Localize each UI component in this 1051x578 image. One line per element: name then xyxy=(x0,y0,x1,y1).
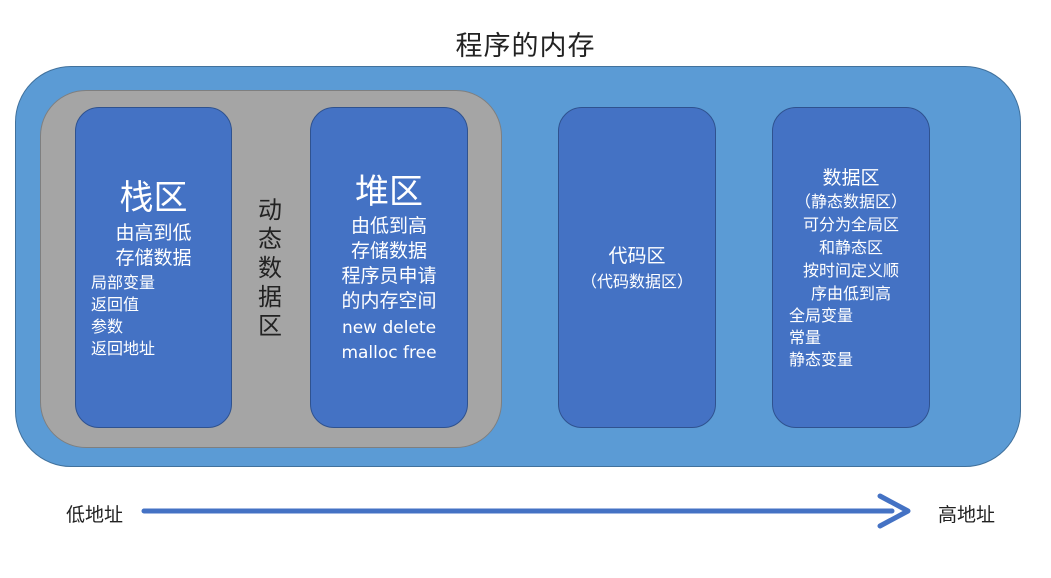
heap-line-4: 的内存空间 xyxy=(341,290,437,312)
data-area-line-6: 序由低到高 xyxy=(810,284,891,303)
data-area-line-5: 按时间定义顺 xyxy=(802,261,899,280)
stack-item-local-vars: 局部变量 xyxy=(91,273,156,292)
heap-area-box: 堆区 由低到高 存储数据 程序员申请 的内存空间 new delete mall… xyxy=(310,107,468,428)
high-address-label: 高地址 xyxy=(938,504,996,526)
stack-line-1: 由高到低 xyxy=(115,222,192,244)
diagram-title: 程序的内存 xyxy=(455,31,596,62)
dynamic-data-area-label: 动态数据区 xyxy=(258,196,282,340)
stack-item-return-address: 返回地址 xyxy=(91,339,156,358)
heap-line-6: malloc free xyxy=(341,343,437,363)
data-item-static-vars: 静态变量 xyxy=(789,350,854,369)
code-subtitle: （代码数据区） xyxy=(580,272,693,291)
heap-line-1: 由低到高 xyxy=(350,215,427,237)
low-address-label: 低地址 xyxy=(66,504,124,526)
data-area-line-2: （静态数据区） xyxy=(794,192,907,211)
data-area-box: 数据区 （静态数据区） 可分为全局区 和静态区 按时间定义顺 序由低到高 全局变… xyxy=(772,107,930,428)
stack-item-params: 参数 xyxy=(91,317,124,336)
stack-title: 栈区 xyxy=(119,178,188,218)
heap-title: 堆区 xyxy=(355,172,423,212)
stack-item-return-value: 返回值 xyxy=(91,295,140,314)
data-area-line-4: 和静态区 xyxy=(818,238,883,257)
stack-line-2: 存储数据 xyxy=(115,247,192,269)
stack-area-box: 栈区 由高到低 存储数据 局部变量 返回值 参数 返回地址 xyxy=(75,107,232,428)
code-title: 代码区 xyxy=(608,245,666,267)
data-item-global-vars: 全局变量 xyxy=(789,306,854,325)
heap-line-3: 程序员申请 xyxy=(341,265,437,287)
code-area-box: 代码区 （代码数据区） xyxy=(558,107,716,428)
arrow-head-icon xyxy=(877,493,911,529)
address-direction-arrow xyxy=(141,493,911,529)
heap-line-2: 存储数据 xyxy=(350,240,427,262)
data-item-constants: 常量 xyxy=(789,328,822,347)
data-area-line-3: 可分为全局区 xyxy=(802,215,899,234)
heap-line-5: new delete xyxy=(341,318,437,338)
data-area-line-1: 数据区 xyxy=(822,167,880,189)
